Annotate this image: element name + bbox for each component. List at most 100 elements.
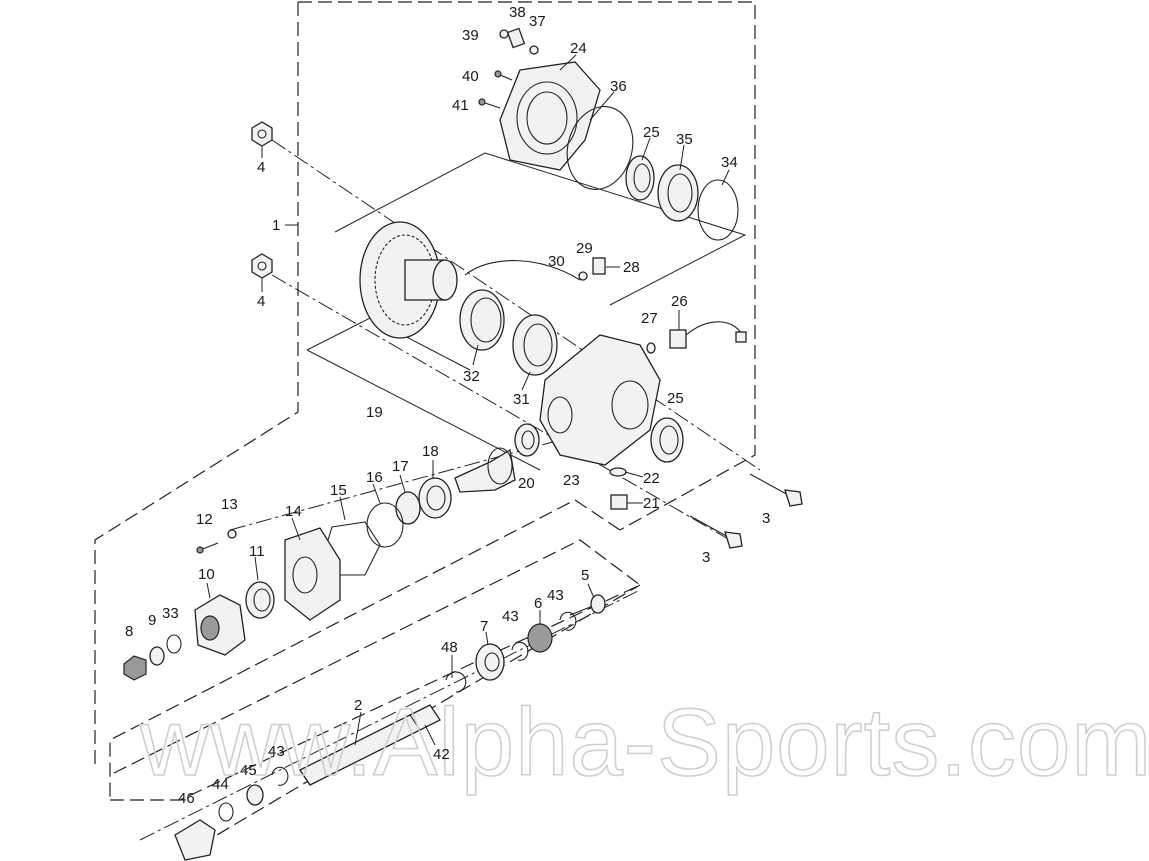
label-4-lower: 4 — [257, 293, 265, 310]
label-24: 24 — [570, 40, 587, 57]
label-10: 10 — [198, 566, 215, 583]
nut-part-4-lower — [251, 253, 273, 279]
label-8: 8 — [125, 623, 133, 640]
assembly-outline-shaft — [109, 539, 642, 801]
nut-part-4-upper — [251, 121, 273, 147]
needle-bearing-part-31 — [512, 314, 558, 376]
label-19: 19 — [366, 404, 383, 421]
label-22: 22 — [643, 470, 660, 487]
washer-part-22 — [609, 467, 627, 477]
label-44: 44 — [212, 776, 229, 793]
label-34: 34 — [721, 154, 738, 171]
label-3-left: 3 — [702, 549, 710, 566]
label-5: 5 — [581, 567, 589, 584]
ring-part-17 — [395, 491, 421, 525]
label-18: 18 — [422, 443, 439, 460]
circlip-part-43-upper — [559, 611, 577, 631]
gasket-part-36 — [566, 106, 634, 190]
seal-part-25-lower — [650, 417, 684, 463]
washer-part-33 — [166, 634, 182, 654]
group-bracket-24 — [334, 152, 747, 306]
label-21: 21 — [643, 495, 660, 512]
circlip-part-43-lower — [271, 766, 289, 786]
axis-line-mid — [271, 274, 731, 541]
label-29: 29 — [576, 240, 593, 257]
label-4-upper: 4 — [257, 159, 265, 176]
label-9: 9 — [148, 612, 156, 629]
cover-plate-part-24 — [499, 61, 601, 171]
washer-part-37 — [529, 45, 539, 55]
seal-part-25-upper — [625, 155, 655, 201]
label-17: 17 — [392, 458, 409, 475]
label-43-mid: 43 — [502, 608, 519, 625]
bearing-part-6 — [527, 623, 553, 653]
label-12: 12 — [196, 511, 213, 528]
label-46: 46 — [178, 790, 195, 807]
label-36: 36 — [610, 78, 627, 95]
label-20: 20 — [518, 475, 535, 492]
label-26: 26 — [671, 293, 688, 310]
breather-tube-part-30 — [464, 260, 581, 281]
ring-gear-part — [359, 221, 458, 339]
washer-part-9 — [149, 646, 165, 666]
bolt-part-38 — [506, 27, 526, 49]
oring-part-27 — [646, 342, 656, 354]
collar-part-7 — [475, 643, 505, 681]
circlip-part-43-mid — [511, 641, 529, 661]
bolt-part-12 — [196, 542, 219, 554]
label-7: 7 — [480, 618, 488, 635]
label-27: 27 — [641, 310, 658, 327]
watermark-text: www.Alpha-Sports.com — [139, 689, 1149, 796]
label-13: 13 — [221, 496, 238, 513]
label-35: 35 — [676, 131, 693, 148]
pinion-gear-part-19 — [454, 447, 516, 493]
bolt-part-40 — [494, 70, 513, 81]
oring-part-29 — [578, 271, 588, 281]
bolt-part-3-right — [749, 473, 803, 507]
label-43-upper: 43 — [547, 587, 564, 604]
axis-line-top — [271, 139, 761, 471]
label-2: 2 — [354, 697, 362, 714]
label-11: 11 — [249, 543, 265, 560]
label-38: 38 — [509, 4, 526, 21]
label-40: 40 — [462, 68, 479, 85]
label-32: 32 — [463, 368, 480, 385]
drive-shaft-part-2 — [299, 704, 441, 786]
label-25-upper: 25 — [643, 124, 660, 141]
assembly-outline-lower — [109, 499, 621, 800]
label-48: 48 — [441, 639, 458, 656]
label-16: 16 — [366, 469, 383, 486]
bearing-part-18 — [418, 477, 452, 519]
axis-line-shaft — [139, 589, 641, 841]
label-31: 31 — [513, 391, 530, 408]
spring-part-45 — [246, 784, 264, 806]
bolt-part-3-left — [689, 515, 743, 549]
label-37: 37 — [529, 13, 546, 30]
washer-part-13 — [227, 529, 237, 539]
callout-labels: 39 38 37 24 40 41 36 25 35 34 4 1 30 29 … — [125, 4, 770, 807]
bearing-part-20 — [514, 423, 540, 457]
group-bracket-19-lower — [306, 349, 541, 471]
label-25-lower: 25 — [667, 390, 684, 407]
snap-ring-part-34 — [697, 179, 739, 241]
drain-plug-part-21 — [610, 494, 628, 510]
assembly-outline-shaft-bottom — [199, 584, 641, 846]
label-14: 14 — [285, 503, 302, 520]
label-6: 6 — [534, 595, 542, 612]
differential-housing-part-23 — [539, 334, 661, 466]
pinion-cover-part-14 — [284, 527, 341, 621]
label-15: 15 — [330, 482, 347, 499]
gasket-part-16 — [366, 502, 404, 548]
pin-part-5 — [569, 594, 606, 616]
label-1: 1 — [272, 217, 280, 234]
label-28: 28 — [623, 259, 640, 276]
boot-part-46 — [174, 819, 216, 861]
leader-lines — [206, 54, 730, 746]
seal-part-11 — [245, 581, 275, 619]
assembly-outline-1 — [94, 2, 299, 770]
label-3-right: 3 — [762, 510, 770, 527]
washer-part-44 — [218, 802, 234, 822]
label-30: 30 — [548, 253, 565, 270]
label-45: 45 — [240, 762, 257, 779]
